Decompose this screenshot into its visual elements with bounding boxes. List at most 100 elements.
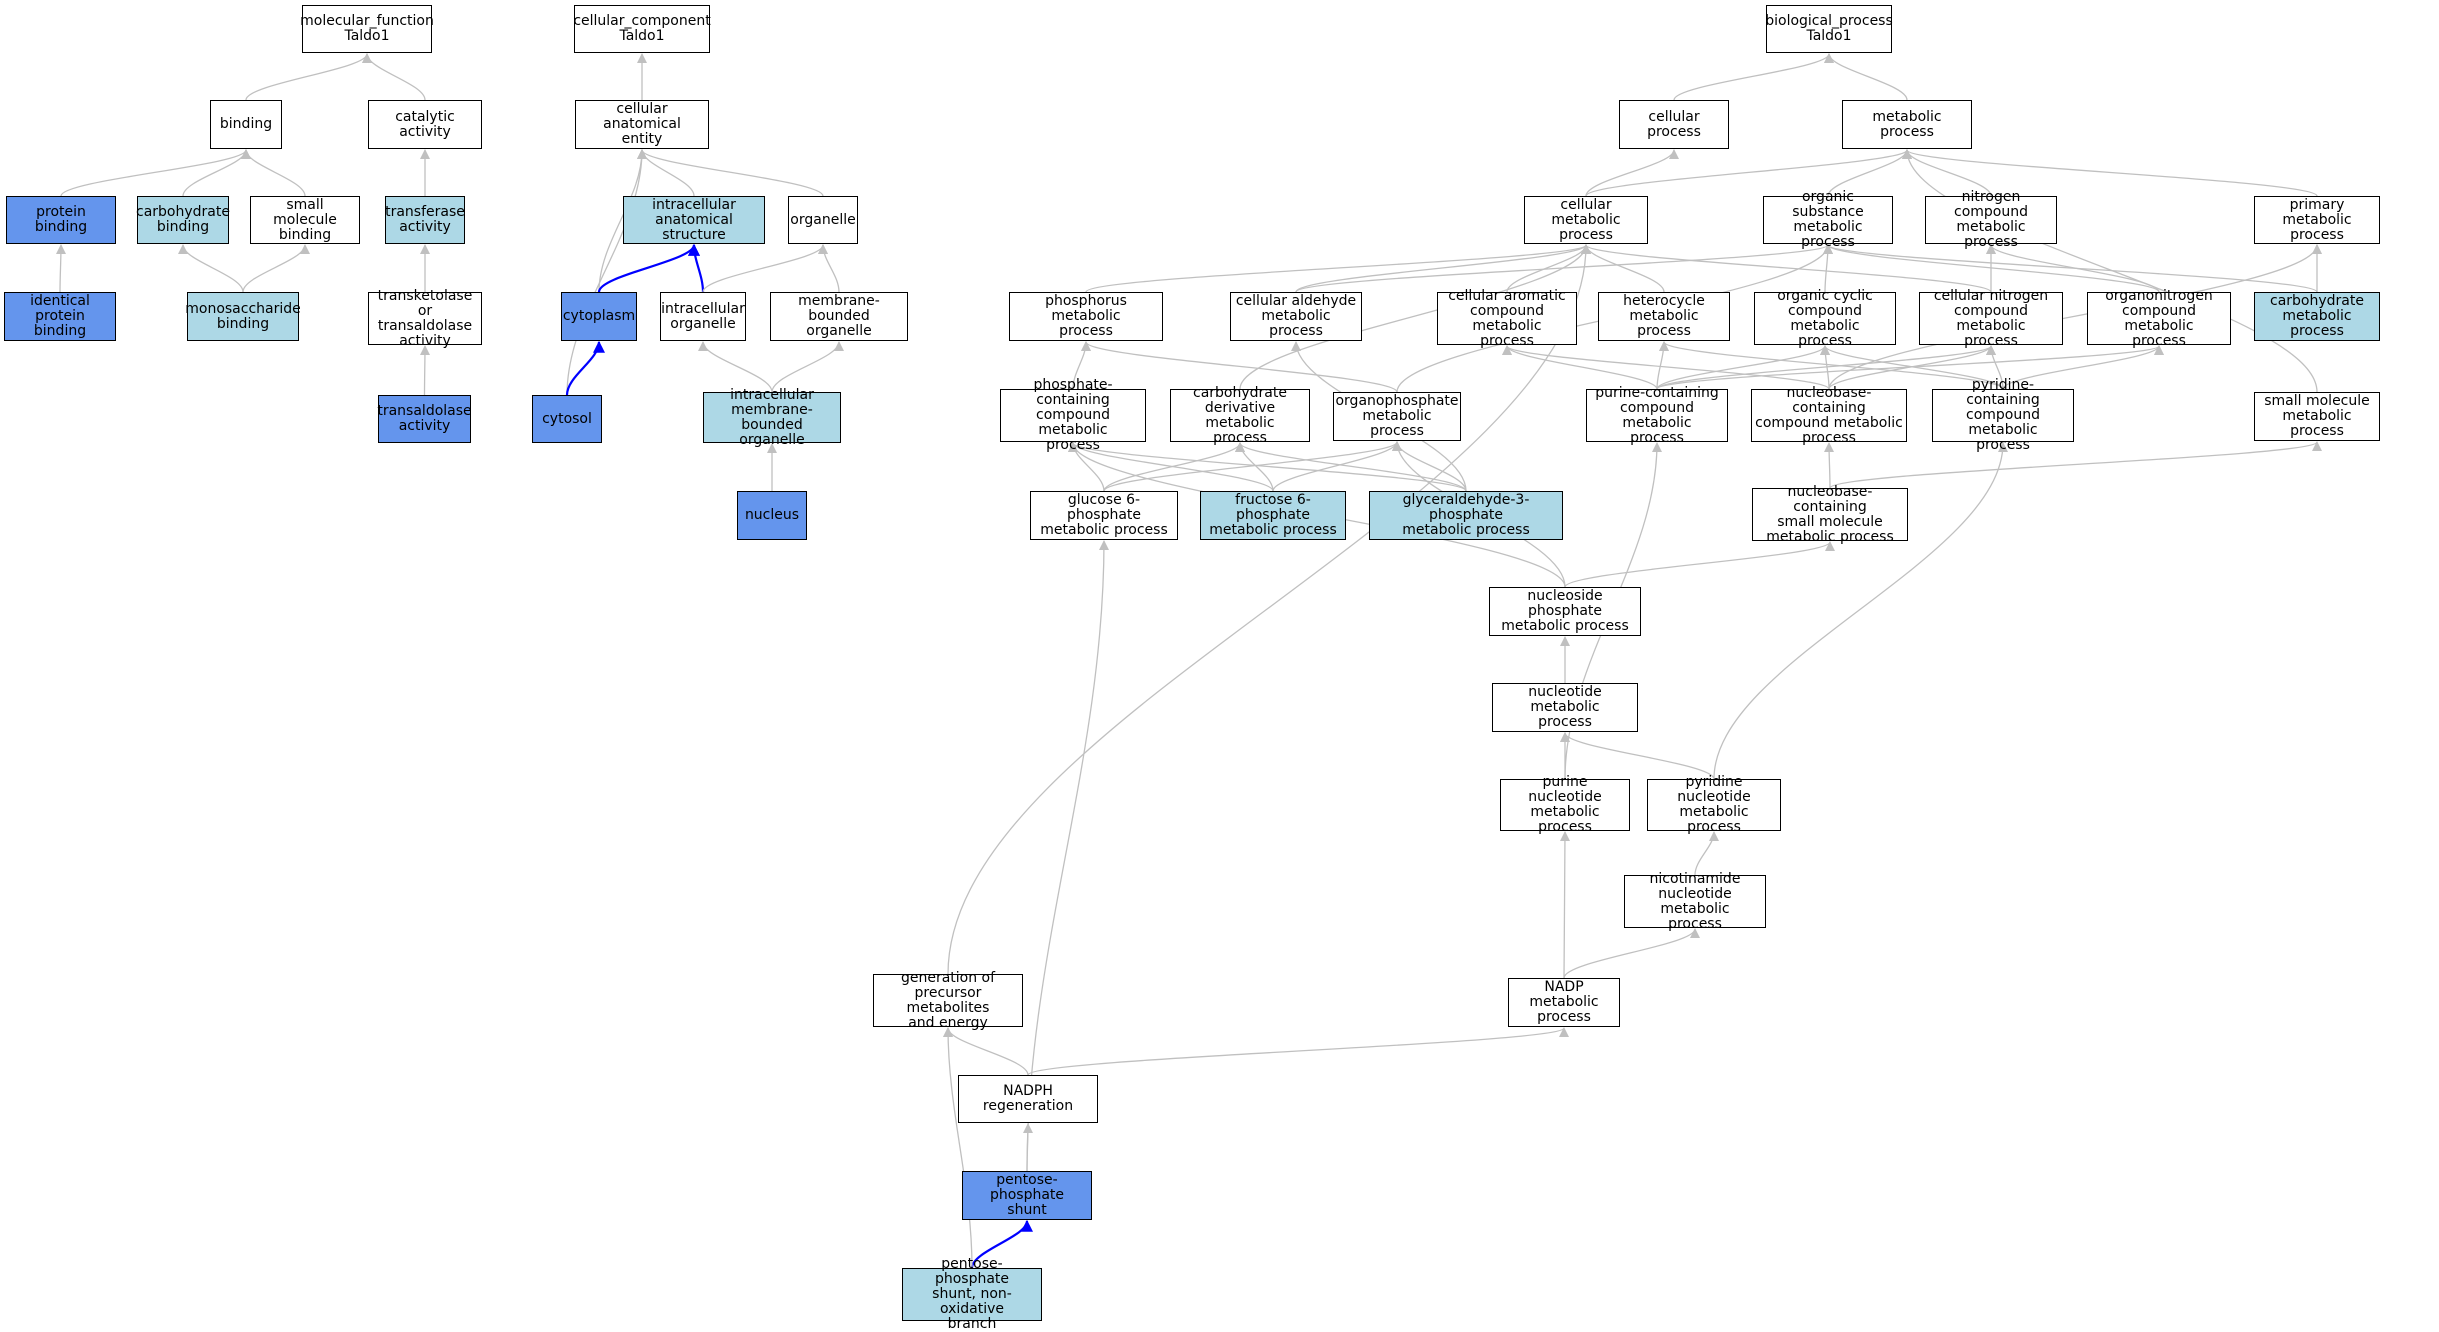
node-organophosphate-metabolic-process: organophosphate metabolic process — [1333, 392, 1461, 441]
node-organonitrogen-compound-metabolic-process: organonitrogen compound metabolic proces… — [2087, 288, 2231, 348]
edge-carbohydrate_metabolic_process-to-organic_substance_metabolic_process — [1823, 244, 2318, 293]
edge-intracellular_anatomical_structure-to-cellular_anatomical_entity — [637, 149, 695, 197]
node-membrane-bounded-organelle: membrane-bounded organelle — [770, 292, 908, 341]
edge-purine_containing_compound_metabolic_process-to-organonitrogen_compound_metabolic_process — [1656, 345, 2164, 390]
node-nucleus: nucleus — [737, 491, 807, 540]
edge-nicotinamide_nucleotide_metabolic_process-to-pyridine_nucleotide_metabolic_process — [1694, 831, 1719, 876]
node-phosphate-containing-compound-metabolic-process: phosphate-containing compound metabolic … — [1000, 378, 1146, 453]
edge-intracellular_organelle-to-intracellular_anatomical_structure — [688, 243, 705, 293]
node-small-molecule-binding: small molecule binding — [250, 196, 360, 244]
node-transferase-activity: transferase activity — [385, 196, 465, 244]
node-mf-root: molecular_function Taldo1 — [300, 5, 434, 53]
node-nucleobase-containing-compound-metabolic-process: nucleobase-containing compound metabolic… — [1751, 385, 1907, 445]
node-nicotinamide-nucleotide-metabolic-process: nicotinamide nucleotide metabolic proces… — [1624, 871, 1766, 931]
edge-cytosol-to-cytoplasm — [565, 340, 605, 396]
node-pentose-phosphate-shunt-non-oxidative: pentose-phosphate shunt, non-oxidative b… — [902, 1257, 1042, 1332]
node-phosphorus-metabolic-process: phosphorus metabolic process — [1009, 292, 1163, 341]
node-transketolase-activity: transketolase or transaldolase activity — [368, 288, 482, 348]
edge-pyridine_nucleotide_metabolic_process-to-nucleotide_metabolic_process — [1560, 732, 1715, 780]
node-cellular-anatomical-entity: cellular anatomical entity — [575, 100, 709, 149]
node-catalytic-activity: catalytic activity — [368, 100, 482, 149]
edge-pyridine_containing_compound_metabolic_process-to-cellular_nitrogen_compound_metabolic_process — [1986, 345, 2004, 390]
node-fructose-6-phosphate-metabolic-process: fructose 6-phosphate metabolic process — [1200, 491, 1346, 540]
edge-glucose_6_phosphate_metabolic_process-to-organophosphate_metabolic_process — [1103, 441, 1402, 492]
node-primary-metabolic-process: primary metabolic process — [2254, 196, 2380, 244]
node-generation-of-precursor-metabolites: generation of precursor metabolites and … — [873, 970, 1023, 1030]
node-carbohydrate-binding: carbohydrate binding — [136, 196, 230, 244]
edge-metabolic_process-to-bp_root — [1824, 53, 1908, 101]
node-purine-containing-compound-metabolic-process: purine-containing compound metabolic pro… — [1586, 385, 1728, 445]
edge-membrane_bounded_organelle-to-organelle — [818, 244, 840, 293]
node-cc-root: cellular_component Taldo1 — [573, 5, 711, 53]
edge-nadph_regeneration-to-nadp_metabolic_process — [1027, 1027, 1569, 1076]
node-nucleoside-phosphate-metabolic-process: nucleoside phosphate metabolic process — [1489, 587, 1641, 636]
node-cellular-aromatic-compound-metabolic-process: cellular aromatic compound metabolic pro… — [1437, 288, 1577, 348]
edge-cytosol-to-cellular_anatomical_entity — [566, 149, 647, 396]
node-small-molecule-metabolic-process: small molecule metabolic process — [2254, 392, 2380, 441]
node-carbohydrate-derivative-metabolic-process: carbohydrate derivative metabolic proces… — [1170, 385, 1310, 445]
node-organic-cyclic-compound-metabolic-process: organic cyclic compound metabolic proces… — [1754, 288, 1896, 348]
node-binding: binding — [210, 100, 282, 149]
node-cellular-nitrogen-compound-metabolic-process: cellular nitrogen compound metabolic pro… — [1919, 288, 2063, 348]
edge-monosaccharide_binding-to-small_molecule_binding — [242, 244, 310, 293]
edge-nadp_metabolic_process-to-nicotinamide_nucleotide_metabolic_process — [1563, 928, 1700, 979]
node-purine-nucleotide-metabolic-process: purine nucleotide metabolic process — [1500, 775, 1630, 835]
edge-organonitrogen_compound_metabolic_process-to-nitrogen_compound_metabolic_process — [1986, 244, 2160, 293]
node-transaldolase-activity: transaldolase activity — [377, 395, 472, 443]
edge-generation_of_precursor_metabolites-to-cellular_metabolic_process — [947, 244, 1591, 975]
edge-pyridine_nucleotide_metabolic_process-to-pyridine_containing_compound_metabolic_process — [1713, 442, 2008, 780]
edge-cytoplasm-to-cellular_anatomical_entity — [598, 149, 647, 293]
edge-purine_containing_compound_metabolic_process-to-cellular_aromatic_compound_metabolic_process — [1502, 345, 1658, 390]
node-cellular-aldehyde-metabolic-process: cellular aldehyde metabolic process — [1230, 292, 1362, 341]
edge-pentose_phosphate_shunt_non_oxidative-to-pentose_phosphate_shunt — [970, 1219, 1033, 1269]
node-metabolic-process: metabolic process — [1842, 100, 1972, 149]
node-organic-substance-metabolic-process: organic substance metabolic process — [1763, 190, 1893, 250]
node-intracellular-membrane-bounded-organelle: intracellular membrane-bounded organelle — [703, 387, 841, 447]
node-cellular-metabolic-process: cellular metabolic process — [1524, 196, 1648, 244]
edge-pyridine_containing_compound_metabolic_process-to-heterocycle_metabolic_process — [1659, 341, 2004, 390]
node-cytosol: cytosol — [532, 395, 602, 443]
edge-purine_containing_compound_metabolic_process-to-organic_cyclic_compound_metabolic_process — [1656, 345, 1830, 390]
node-nucleobase-containing-small-molecule-metabolic-process: nucleobase-containing small molecule met… — [1752, 484, 1908, 544]
edge-nucleobase_containing_compound_metabolic_process-to-primary_metabolic_process — [1828, 244, 2322, 390]
node-protein-binding: protein binding — [6, 196, 116, 244]
node-pyridine-nucleotide-metabolic-process: pyridine nucleotide metabolic process — [1647, 775, 1781, 835]
edge-cellular_process-to-bp_root — [1673, 53, 1834, 101]
edge-purine_containing_compound_metabolic_process-to-cellular_nitrogen_compound_metabolic_process — [1656, 345, 1996, 390]
edge-cellular_aldehyde_metabolic_process-to-cellular_metabolic_process — [1295, 244, 1591, 293]
edge-glucose_6_phosphate_metabolic_process-to-carbohydrate_derivative_metabolic_process — [1103, 442, 1245, 492]
node-cellular-process: cellular process — [1619, 100, 1729, 149]
edge-transaldolase_activity-to-transketolase_activity — [419, 345, 430, 396]
edge-fructose_6_phosphate_metabolic_process-to-organophosphate_metabolic_process — [1272, 441, 1402, 492]
node-pyridine-containing-compound-metabolic-process: pyridine-containing compound metabolic p… — [1932, 378, 2074, 453]
edge-nucleoside_phosphate_metabolic_process-to-nucleobase_containing_small_molecule_metabolic_process — [1564, 541, 1835, 588]
node-nadph-regeneration: NADPH regeneration — [958, 1075, 1098, 1123]
node-cytoplasm: cytoplasm — [561, 292, 637, 341]
edge-catalytic_activity-to-mf_root — [362, 53, 426, 101]
edge-cellular_metabolic_process-to-metabolic_process — [1585, 149, 1912, 197]
node-identical-protein-binding: identical protein binding — [4, 292, 116, 341]
edge-pentose_phosphate_shunt_non_oxidative-to-generation_of_precursor_metabolites — [943, 1027, 973, 1269]
edge-glyceraldehyde_3_phosphate_metabolic_process-to-carbohydrate_derivative_metabolic_process — [1235, 442, 1467, 492]
node-glyceraldehyde-3-phosphate-metabolic-process: glyceraldehyde-3-phosphate metabolic pro… — [1369, 491, 1563, 540]
edge-carbohydrate_derivative_metabolic_process-to-cellular_metabolic_process — [1239, 244, 1591, 390]
node-bp-root: biological_process Taldo1 — [1765, 5, 1893, 53]
edge-phosphorus_metabolic_process-to-cellular_metabolic_process — [1085, 244, 1591, 293]
edge-organonitrogen_compound_metabolic_process-to-organic_substance_metabolic_process — [1823, 244, 2160, 293]
node-organelle: organelle — [788, 196, 858, 244]
edge-monosaccharide_binding-to-carbohydrate_binding — [178, 244, 244, 293]
edge-primary_metabolic_process-to-metabolic_process — [1902, 149, 2318, 197]
edge-glyceraldehyde_3_phosphate_metabolic_process-to-phosphate_containing_compound_metabolic_process — [1068, 442, 1467, 492]
edge-nadp_metabolic_process-to-purine_nucleotide_metabolic_process — [1559, 831, 1570, 979]
edge-intracellular_membrane_bounded_organelle-to-membrane_bounded_organelle — [771, 341, 844, 393]
node-monosaccharide-binding: monosaccharide binding — [185, 292, 301, 341]
node-heterocycle-metabolic-process: heterocycle metabolic process — [1598, 292, 1730, 341]
node-glucose-6-phosphate-metabolic-process: glucose 6-phosphate metabolic process — [1030, 491, 1178, 540]
node-nucleotide-metabolic-process: nucleotide metabolic process — [1492, 683, 1638, 732]
edge-binding-to-mf_root — [245, 53, 372, 101]
edge-small_molecule_binding-to-binding — [241, 149, 306, 197]
node-carbohydrate-metabolic-process: carbohydrate metabolic process — [2254, 292, 2380, 341]
edge-nucleobase_containing_small_molecule_metabolic_process-to-nucleobase_containing_compound_metabolic_process — [1824, 442, 1835, 489]
edge-nadph_regeneration-to-generation_of_precursor_metabolites — [943, 1027, 1029, 1076]
